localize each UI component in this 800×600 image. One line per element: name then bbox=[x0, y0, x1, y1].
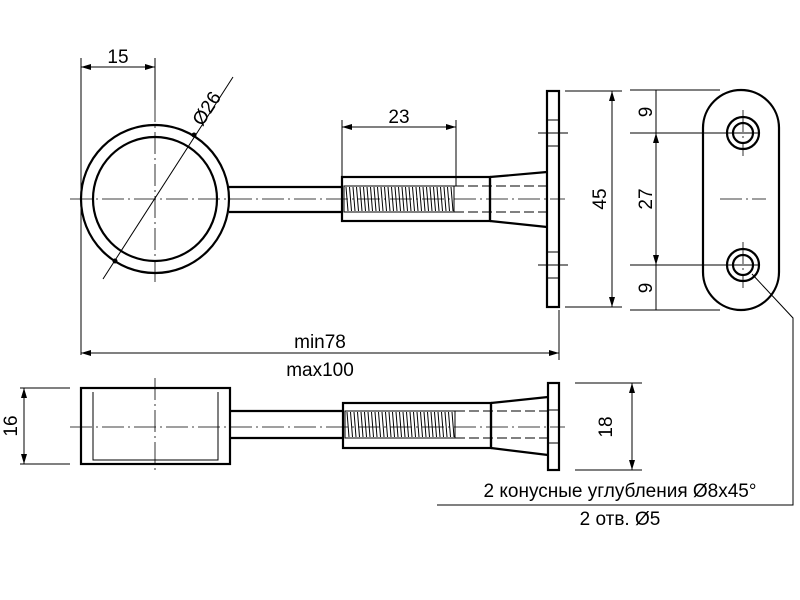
dim-ring-diameter: Ø26 bbox=[189, 88, 226, 130]
dim-flange-width: 18 bbox=[596, 416, 617, 437]
overall-length-dimension: min78 max100 bbox=[81, 310, 560, 381]
thread bbox=[343, 185, 455, 213]
dim-hole-bottom: 9 bbox=[636, 283, 657, 294]
flange bbox=[545, 89, 561, 309]
plate-view: 9 27 9 bbox=[437, 88, 794, 506]
flange-hole-lines bbox=[538, 119, 568, 279]
dim-hole-top: 9 bbox=[636, 107, 657, 118]
note-countersink: 2 конусные углубления Ø8x45° bbox=[484, 481, 757, 502]
dim-thread-length: 23 bbox=[388, 107, 409, 128]
plate-outline bbox=[701, 88, 781, 312]
note-leader bbox=[437, 273, 794, 506]
dim-ring-width: 16 bbox=[1, 415, 22, 436]
dim-length-max: max100 bbox=[286, 360, 354, 381]
hidden-bore bbox=[454, 185, 547, 213]
dim-hole-spacing: 27 bbox=[636, 188, 657, 209]
rod bbox=[229, 185, 342, 214]
dim-flange-height: 45 bbox=[590, 188, 611, 209]
cone bbox=[488, 170, 548, 229]
top-view: 15 Ø26 23 45 bbox=[70, 47, 622, 355]
dim-offset: 15 bbox=[107, 47, 128, 68]
side-view: 16 18 bbox=[1, 378, 642, 474]
ring-side bbox=[79, 386, 232, 466]
note-holes: 2 отв. Ø5 bbox=[580, 509, 661, 530]
diameter-leader bbox=[102, 76, 234, 280]
dim-length-min: min78 bbox=[294, 332, 346, 353]
